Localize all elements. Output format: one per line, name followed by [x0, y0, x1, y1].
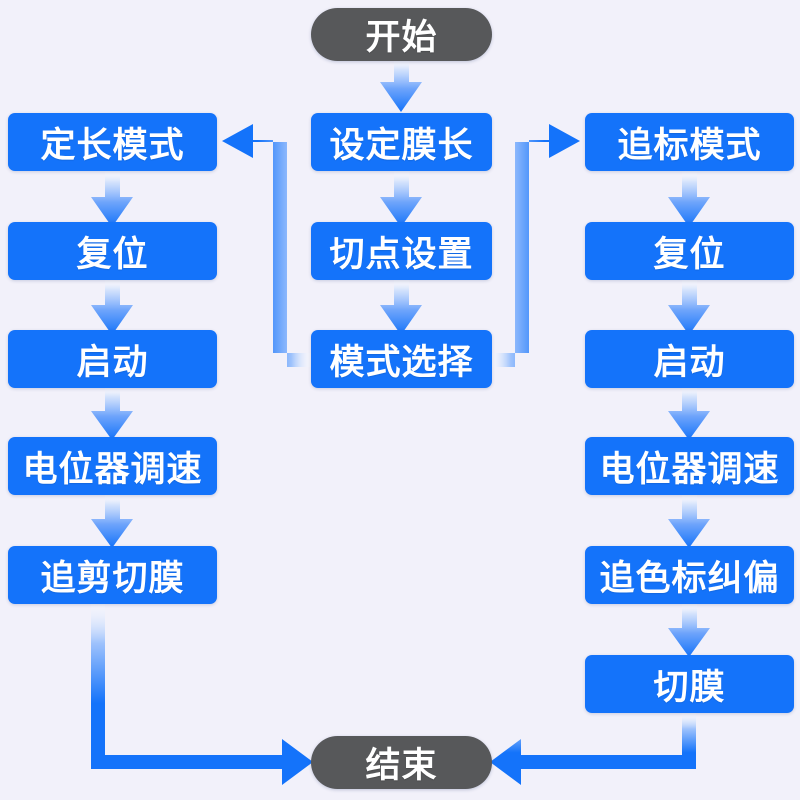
edge-start-right-to-potentiometer-right [668, 387, 710, 440]
node-end[interactable]: 结束 [311, 736, 492, 789]
edge-cut-point-setting-to-mode-selection [380, 280, 422, 335]
node-start[interactable]: 开始 [311, 8, 492, 61]
edge-start-left-to-potentiometer-left [91, 387, 133, 440]
node-potentiometer-speed-left-label: 电位器调速 [22, 449, 203, 489]
node-reset-left[interactable]: 复位 [8, 222, 217, 280]
node-chase-color-mark-correction-label: 追色标纠偏 [599, 558, 780, 598]
node-potentiometer-speed-right[interactable]: 电位器调速 [585, 437, 794, 495]
edge-fixed-length-mode-to-reset-left [91, 172, 133, 227]
node-set-film-length[interactable]: 设定膜长 [311, 113, 492, 171]
node-cut-point-setting[interactable]: 切点设置 [311, 222, 492, 280]
node-set-film-length-label: 设定膜长 [329, 125, 474, 165]
node-start-label: 开始 [365, 18, 438, 57]
edge-mark-tracking-mode-to-reset-right [668, 172, 710, 227]
edge-cut-film-to-end [490, 713, 696, 785]
edge-potentiometer-right-to-chase-color-mark [668, 495, 710, 548]
node-potentiometer-speed-right-label: 电位器调速 [599, 449, 780, 489]
node-mode-selection-label: 模式选择 [329, 342, 474, 382]
node-fixed-length-mode-label: 定长模式 [40, 125, 185, 165]
node-reset-right-label: 复位 [653, 234, 726, 274]
node-start-right[interactable]: 启动 [585, 330, 794, 388]
edge-chase-cut-film-to-end [91, 603, 313, 785]
node-start-left-label: 启动 [76, 342, 149, 382]
node-start-left[interactable]: 启动 [8, 330, 217, 388]
node-mode-selection[interactable]: 模式选择 [311, 330, 492, 388]
node-cut-film-label: 切膜 [653, 667, 726, 707]
node-chase-color-mark-correction[interactable]: 追色标纠偏 [585, 546, 794, 604]
edge-start-to-set-film-length [380, 60, 422, 112]
node-fixed-length-mode[interactable]: 定长模式 [8, 113, 217, 171]
edge-chase-color-mark-to-cut-film [668, 604, 710, 657]
edge-mode-selection-to-fixed-length-mode [222, 124, 311, 367]
node-chase-cut-film[interactable]: 追剪切膜 [8, 546, 217, 604]
node-mark-tracking-mode[interactable]: 追标模式 [585, 113, 794, 171]
edge-reset-right-to-start-right [668, 280, 710, 335]
edge-reset-left-to-start-left [91, 280, 133, 335]
node-reset-right[interactable]: 复位 [585, 222, 794, 280]
node-end-label: 结束 [365, 746, 438, 785]
edge-potentiometer-left-to-chase-cut-film [91, 495, 133, 548]
node-mark-tracking-mode-label: 追标模式 [617, 125, 762, 165]
edge-mode-selection-to-mark-tracking-mode [491, 124, 580, 367]
node-reset-left-label: 复位 [76, 234, 149, 274]
edge-set-film-length-to-cut-point-setting [380, 172, 422, 227]
node-cut-film[interactable]: 切膜 [585, 655, 794, 713]
node-start-right-label: 启动 [653, 342, 726, 382]
node-potentiometer-speed-left[interactable]: 电位器调速 [8, 437, 217, 495]
node-chase-cut-film-label: 追剪切膜 [40, 558, 185, 598]
node-cut-point-setting-label: 切点设置 [329, 234, 474, 274]
